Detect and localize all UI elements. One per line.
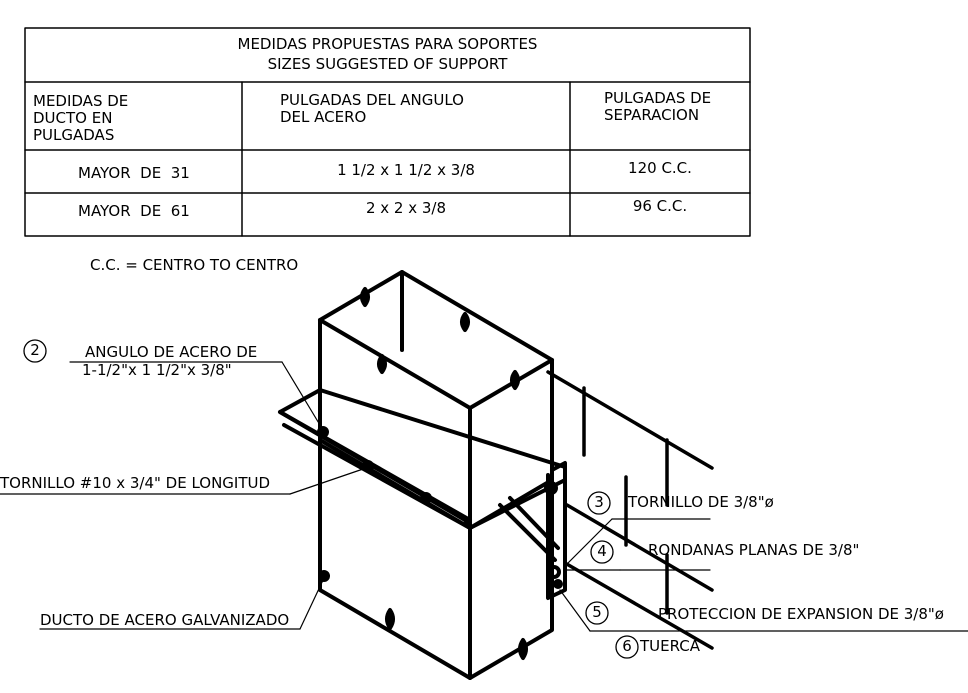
nut-label: TUERCA bbox=[640, 637, 701, 655]
angle-label-line2: 1-1/2"x 1 1/2"x 3/8" bbox=[82, 361, 232, 379]
header-duct-size: MEDIDAS DE DUCTO EN PULGADAS bbox=[33, 92, 129, 144]
callout-number-3: 3 bbox=[594, 493, 604, 511]
table-title-en: SIZES SUGGESTED OF SUPPORT bbox=[267, 55, 508, 73]
table-grid bbox=[24, 27, 751, 237]
lower-duct bbox=[318, 438, 554, 680]
row1-angle: 1 1/2 x 1 1/2 x 3/8 bbox=[337, 161, 475, 179]
callout-number-6: 6 bbox=[622, 637, 632, 655]
header-angle-size: PULGADAS DEL ANGULO DEL ACERO bbox=[280, 91, 464, 126]
header-spacing: PULGADAS DE SEPARACION bbox=[604, 89, 712, 124]
duct-label: DUCTO DE ACERO GALVANIZADO bbox=[40, 611, 290, 629]
row2-angle: 2 x 2 x 3/8 bbox=[365, 199, 447, 217]
callout-number-2: 2 bbox=[30, 341, 40, 359]
wall-lines bbox=[546, 370, 714, 650]
callout-number-5: 5 bbox=[592, 603, 602, 621]
callout-number-4: 4 bbox=[597, 542, 607, 560]
leader-lines bbox=[0, 361, 968, 632]
washers-label: RONDANAS PLANAS DE 3/8" bbox=[648, 541, 860, 559]
angle-label-line1: ANGULO DE ACERO DE bbox=[85, 343, 258, 361]
note-cc: C.C. = CENTRO TO CENTRO bbox=[90, 256, 299, 274]
bolt-label: TORNILLO DE 3/8"ø bbox=[628, 493, 774, 511]
row2-duct: MAYOR DE 61 bbox=[78, 202, 190, 220]
angle-support bbox=[278, 388, 567, 600]
screw-label: TORNILLO #10 x 3/4" DE LONGITUD bbox=[0, 474, 271, 492]
table-title-es: MEDIDAS PROPUESTAS PARA SOPORTES bbox=[237, 35, 538, 53]
row1-duct: MAYOR DE 31 bbox=[78, 164, 190, 182]
row2-spacing: 96 C.C. bbox=[632, 197, 688, 215]
row1-spacing: 120 C.C. bbox=[628, 159, 692, 177]
anchor-label: PROTECCION DE EXPANSION DE 3/8"ø bbox=[658, 605, 944, 623]
